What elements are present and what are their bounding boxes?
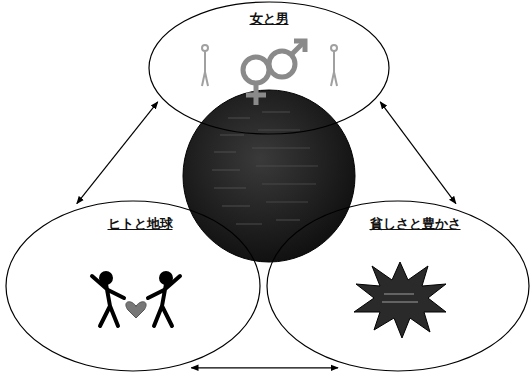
double-arrow xyxy=(191,367,338,368)
topic-ellipse: 貧しさと豊かさ xyxy=(266,200,530,372)
dancer-body xyxy=(92,276,124,326)
globe-circle xyxy=(183,90,355,262)
gender-symbols xyxy=(243,41,305,105)
figure-head xyxy=(202,45,208,51)
explosion-burst xyxy=(354,262,446,338)
female-symbol-bar xyxy=(246,93,266,98)
explosion-illustration xyxy=(354,262,446,338)
figure-head xyxy=(331,45,337,51)
ellipse-border xyxy=(149,2,389,134)
topic-heading: ヒトと地球 xyxy=(108,216,173,232)
double-arrow xyxy=(77,102,158,204)
ellipse-border xyxy=(267,201,529,371)
dancer-head xyxy=(161,273,171,283)
topic-ellipse: ヒトと地球 xyxy=(5,200,261,372)
standing-figures xyxy=(202,45,337,86)
dancer-body xyxy=(148,276,180,326)
topic-heading: 貧しさと豊かさ xyxy=(370,216,461,232)
topic-ellipse: 女と男 xyxy=(148,1,390,135)
figure-body xyxy=(333,51,335,72)
male-symbol-head xyxy=(294,41,305,52)
explosion-texture xyxy=(382,294,418,302)
figure-leg xyxy=(334,72,337,86)
dancer-head xyxy=(101,273,111,283)
globe-illustration xyxy=(183,90,355,262)
figure-leg xyxy=(205,72,208,86)
topic-heading: 女と男 xyxy=(250,11,289,27)
figure-body xyxy=(204,51,206,72)
heart xyxy=(126,302,146,318)
ellipse-border xyxy=(6,201,260,371)
female-symbol xyxy=(243,57,269,83)
male-symbol-stem xyxy=(291,42,304,55)
dancing-figures xyxy=(92,273,180,326)
double-arrow xyxy=(380,102,456,204)
globe-texture xyxy=(212,112,318,224)
